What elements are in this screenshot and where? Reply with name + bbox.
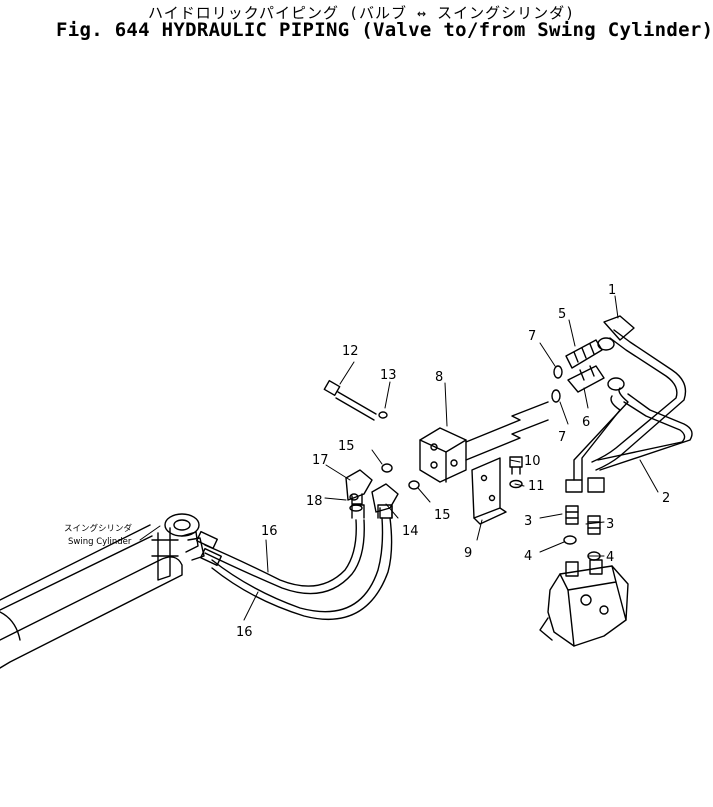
washer-11 bbox=[509, 479, 523, 489]
callout-1: 1 bbox=[608, 283, 616, 298]
swing-cylinder-label-en: Swing Cylinder bbox=[68, 537, 132, 547]
elbow-17 bbox=[345, 469, 373, 512]
callout-12: 12 bbox=[342, 344, 359, 359]
callout-3a: 3 bbox=[524, 514, 532, 529]
pipe-1 bbox=[591, 315, 687, 471]
o-rings-7 bbox=[551, 365, 563, 403]
parts-diagram-page: ハイドロリックパイピング (バルブ ↔ スイングシリンダ) Fig. 644 H… bbox=[0, 4, 713, 669]
callout-13: 13 bbox=[380, 368, 397, 383]
fitting-5 bbox=[565, 339, 603, 369]
elbow-6 bbox=[567, 365, 605, 393]
callout-14: 14 bbox=[402, 524, 419, 539]
bracket-9 bbox=[471, 457, 507, 525]
bolt-12 bbox=[323, 379, 377, 421]
pipe-2 bbox=[565, 377, 693, 493]
callout-5: 5 bbox=[558, 307, 566, 322]
callout-15b: 15 bbox=[434, 508, 451, 523]
callout-7b: 7 bbox=[558, 430, 566, 445]
hose-lower bbox=[211, 517, 393, 621]
o-rings-15 bbox=[381, 463, 420, 490]
callout-16b: 16 bbox=[236, 625, 253, 640]
callout-3b: 3 bbox=[606, 517, 614, 532]
callout-9: 9 bbox=[464, 546, 472, 561]
valve-block bbox=[419, 401, 549, 483]
callout-7a: 7 bbox=[528, 329, 536, 344]
callout-2: 2 bbox=[662, 491, 670, 506]
control-valve bbox=[539, 559, 629, 647]
figure-title-japanese: ハイドロリックパイピング (バルブ ↔ スイングシリンダ) bbox=[148, 4, 576, 22]
o-ring-18 bbox=[349, 493, 359, 501]
callout-6: 6 bbox=[582, 415, 590, 430]
connectors-3 bbox=[565, 505, 601, 535]
bolt-10 bbox=[509, 456, 523, 475]
washer-13 bbox=[378, 411, 388, 419]
leader-lines bbox=[139, 295, 659, 621]
figure-title: Fig. 644 HYDRAULIC PIPING (Valve to/from… bbox=[56, 19, 713, 41]
callout-17: 17 bbox=[312, 453, 329, 468]
callout-4b: 4 bbox=[606, 550, 614, 565]
callout-16a: 16 bbox=[261, 524, 278, 539]
callout-4a: 4 bbox=[524, 549, 532, 564]
callout-10: 10 bbox=[524, 454, 541, 469]
swing-cylinder-label-jp: スイングシリンダ bbox=[64, 523, 133, 534]
callout-15a: 15 bbox=[338, 439, 355, 454]
callout-18: 18 bbox=[306, 494, 323, 509]
hose-upper bbox=[204, 519, 365, 595]
callout-11: 11 bbox=[528, 479, 545, 494]
elbow-14 bbox=[371, 483, 399, 519]
callout-8: 8 bbox=[435, 370, 443, 385]
hose-end-fittings bbox=[196, 504, 393, 567]
